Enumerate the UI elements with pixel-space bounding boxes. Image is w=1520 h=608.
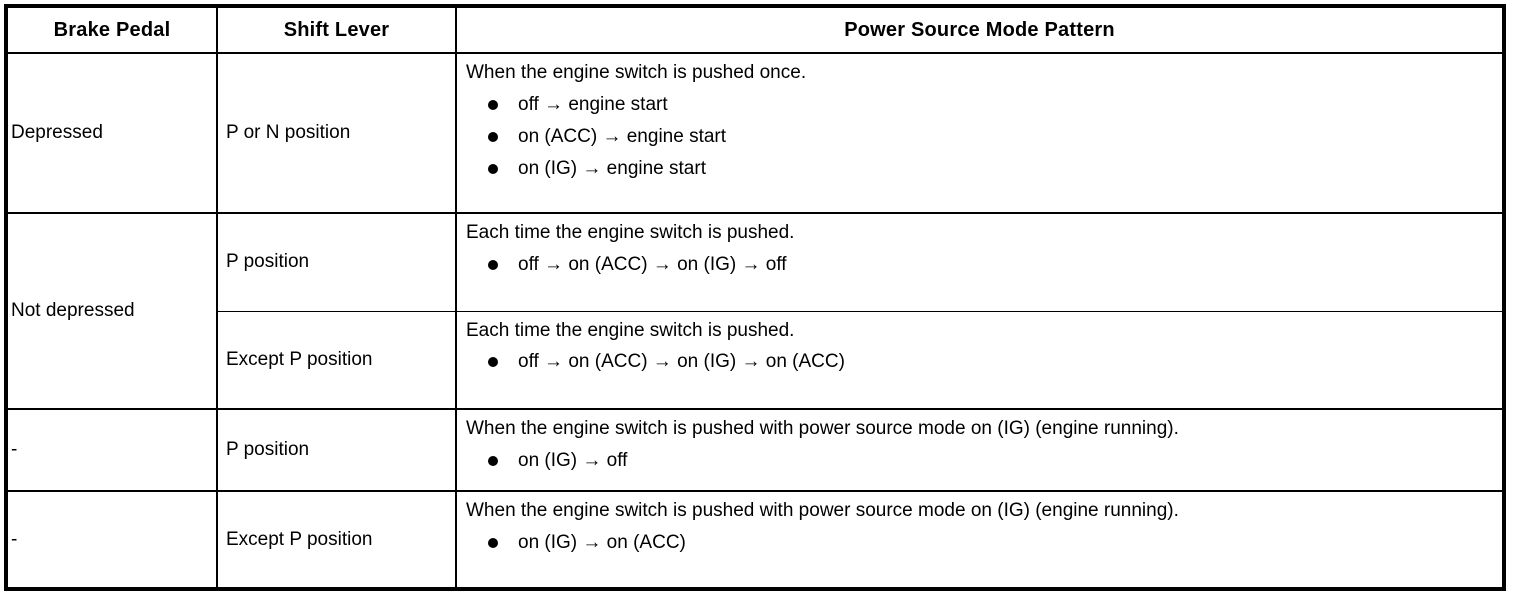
cell-shift-lever: P position xyxy=(216,408,457,492)
cell-power-source-mode-pattern: When the engine switch is pushed with po… xyxy=(455,408,1505,492)
cell-shift-lever: Except P position xyxy=(216,310,457,410)
table-row: Depressed P or N position When the engin… xyxy=(5,52,1505,214)
cell-power-source-mode-pattern: Each time the engine switch is pushed. o… xyxy=(455,212,1505,312)
column-header-brake-pedal: Brake Pedal xyxy=(5,5,218,54)
pattern-mode-list: on (IG) → on (ACC) xyxy=(466,527,1496,559)
bullet-icon xyxy=(488,163,498,174)
list-item: on (IG) → off xyxy=(466,445,1496,477)
list-item: on (ACC) → engine start xyxy=(466,121,1496,153)
mode-transition-text: on (IG) → off xyxy=(518,449,628,471)
bullet-icon xyxy=(488,131,498,142)
mode-transition-text: off → on (ACC) → on (IG) → off xyxy=(518,253,787,275)
cell-power-source-mode-pattern: Each time the engine switch is pushed. o… xyxy=(455,310,1505,410)
list-item: on (IG) → engine start xyxy=(466,153,1496,185)
pattern-lead-text: When the engine switch is pushed with po… xyxy=(466,500,1179,521)
table-header: Brake Pedal Shift Lever Power Source Mod… xyxy=(5,5,1505,54)
mode-transition-text: on (ACC) → engine start xyxy=(518,125,727,147)
header-row: Brake Pedal Shift Lever Power Source Mod… xyxy=(5,5,1505,54)
cell-brake-pedal: Depressed xyxy=(5,52,218,214)
table-row: - Except P position When the engine swit… xyxy=(5,490,1505,590)
list-item: off → on (ACC) → on (IG) → on (ACC) xyxy=(466,346,1496,378)
cell-shift-lever: P position xyxy=(216,212,457,312)
cell-power-source-mode-pattern: When the engine switch is pushed once. o… xyxy=(455,52,1505,214)
bullet-icon xyxy=(488,259,498,270)
cell-shift-lever: P or N position xyxy=(216,52,457,214)
bullet-icon xyxy=(488,357,498,368)
pattern-lead-text: When the engine switch is pushed with po… xyxy=(466,418,1179,439)
list-item: off → on (ACC) → on (IG) → off xyxy=(466,249,1496,281)
list-item: on (IG) → on (ACC) xyxy=(466,527,1496,559)
column-header-shift-lever: Shift Lever xyxy=(216,5,457,54)
table-body: Depressed P or N position When the engin… xyxy=(5,52,1505,590)
mode-transition-text: on (IG) → engine start xyxy=(518,157,706,179)
mode-transition-text: off → engine start xyxy=(518,93,668,115)
power-source-mode-table: Brake Pedal Shift Lever Power Source Mod… xyxy=(4,4,1506,591)
bullet-icon xyxy=(488,455,498,466)
cell-brake-pedal: Not depressed xyxy=(5,212,218,410)
list-item: off → engine start xyxy=(466,89,1496,121)
pattern-mode-list: on (IG) → off xyxy=(466,445,1496,477)
column-header-power-source-mode-pattern: Power Source Mode Pattern xyxy=(455,5,1505,54)
table-row: Not depressed P position Each time the e… xyxy=(5,212,1505,410)
cell-brake-pedal: - xyxy=(5,490,218,590)
cell-shift-lever: Except P position xyxy=(216,490,457,590)
pattern-mode-list: off → engine start on (ACC) → engine sta… xyxy=(466,89,1496,185)
bullet-icon xyxy=(488,99,498,110)
mode-transition-text: on (IG) → on (ACC) xyxy=(518,531,686,553)
cell-power-source-mode-pattern: When the engine switch is pushed with po… xyxy=(455,490,1505,590)
cell-brake-pedal: - xyxy=(5,408,218,492)
pattern-lead-text: Each time the engine switch is pushed. xyxy=(466,222,795,243)
pattern-mode-list: off → on (ACC) → on (IG) → off xyxy=(466,249,1496,281)
mode-transition-text: off → on (ACC) → on (IG) → on (ACC) xyxy=(518,351,845,373)
bullet-icon xyxy=(488,537,498,548)
table-row: - P position When the engine switch is p… xyxy=(5,408,1505,492)
pattern-lead-text: When the engine switch is pushed once. xyxy=(466,62,807,83)
pattern-mode-list: off → on (ACC) → on (IG) → on (ACC) xyxy=(466,346,1496,378)
pattern-lead-text: Each time the engine switch is pushed. xyxy=(466,319,795,341)
table-row: Except P position Each time the engine s… xyxy=(6,310,1505,410)
